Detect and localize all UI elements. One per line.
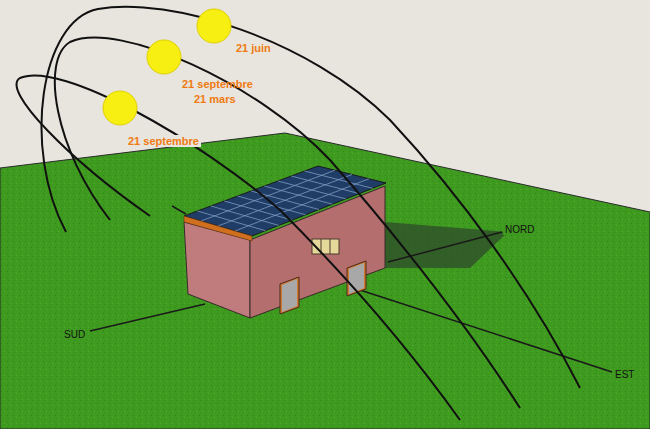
date-label: 21 septembre [180,78,255,90]
roof-trim [184,216,252,241]
direction-label: SUD [62,329,87,340]
sun [103,91,137,125]
sun-path-june [41,7,580,388]
door [280,277,299,314]
east-line [360,290,612,372]
date-label: 21 juin [234,42,273,54]
direction-label: EST [613,369,636,380]
panel-line [201,170,335,221]
date-label: 21 mars [192,93,238,105]
date-label: 21 septembre [126,135,201,147]
panel-line [235,179,369,231]
west-line [172,206,186,214]
sun-paths [17,7,580,420]
south-line [90,304,205,331]
suns [103,9,231,125]
sun [147,40,181,74]
panel-line [218,175,352,227]
sun [197,9,231,43]
sun-path-winter [17,75,460,420]
direction-label: NORD [503,224,536,235]
house-shadow [385,222,508,268]
sun-path-equinox [55,38,520,408]
